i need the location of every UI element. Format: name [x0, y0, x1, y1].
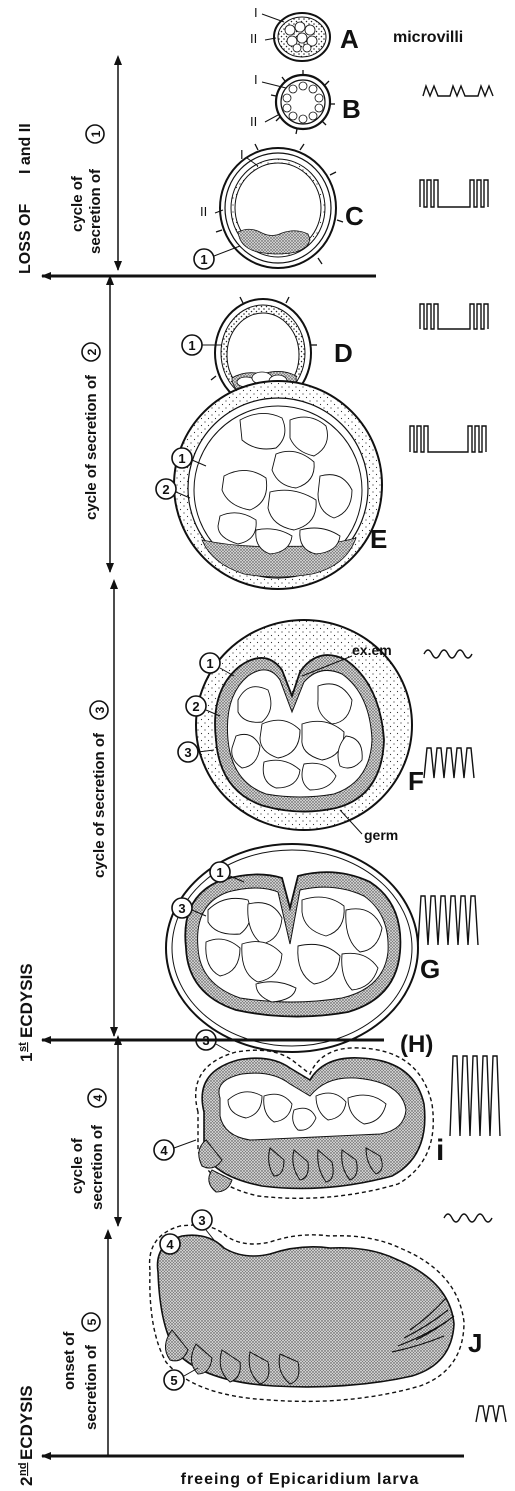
layer-3-number: 3 [184, 745, 191, 760]
footer-caption: freeing of Epicaridium larva [181, 1471, 420, 1488]
wave-h [450, 1056, 500, 1136]
layer-5-number: 5 [170, 1373, 177, 1388]
svg-text:nd: nd [17, 1463, 29, 1476]
layer-1-number: 1 [188, 338, 195, 353]
panel-label-g: G [420, 954, 440, 984]
svg-text:1: 1 [17, 1053, 36, 1062]
wave-i-small [444, 1214, 492, 1222]
germ-label: germ [364, 827, 398, 843]
layer-3-number: 3 [178, 901, 185, 916]
layer-i-label-c: I [240, 147, 244, 162]
panel-label-c: C [345, 201, 364, 231]
layer-2-number: 2 [192, 699, 199, 714]
layer-4-number: 4 [166, 1237, 174, 1252]
ex-em-label: ex.em [352, 642, 392, 658]
svg-text:secretion of: secretion of [89, 1124, 106, 1210]
wave-a-b [423, 86, 493, 96]
layer-i-label-b: I [254, 72, 258, 87]
wave-c [420, 180, 488, 207]
layer-4-number: 4 [160, 1143, 168, 1158]
svg-text:ECDYSIS: ECDYSIS [17, 1385, 36, 1460]
wave-f-small [424, 650, 472, 658]
panel-label-i: i [436, 1134, 444, 1167]
stage-g-egg [166, 844, 418, 1052]
panel-label-b: B [342, 94, 361, 124]
svg-text:cycle of secretion of: cycle of secretion of [91, 732, 108, 878]
wave-g [418, 896, 478, 945]
layer-1-number: 1 [178, 451, 185, 466]
first-ecdysis-label: 1 st ECDYSIS [17, 963, 36, 1062]
svg-text:3: 3 [93, 706, 107, 713]
svg-text:secretion of: secretion of [87, 168, 104, 254]
svg-text:I and II: I and II [17, 123, 34, 174]
layer-ii-label-b: II [250, 114, 257, 129]
panel-label-h: (H) [400, 1031, 433, 1058]
panel-label-e: E [370, 524, 387, 554]
stage-c-egg [216, 144, 343, 268]
timeline-arrows [108, 64, 118, 1456]
svg-text:4: 4 [91, 1094, 105, 1101]
layer-i-label-a: I [254, 5, 258, 20]
panel-label-d: D [334, 338, 353, 368]
svg-text:2: 2 [85, 348, 99, 355]
svg-text:LOSS OF: LOSS OF [17, 204, 34, 274]
cycle-4-label: cycle of secretion of 4 [69, 1089, 106, 1210]
stage-b-egg [271, 70, 335, 134]
onset-5-label: onset of secretion of 5 [61, 1313, 100, 1430]
layer-1-number: 1 [216, 865, 223, 880]
microvilli-label: microvilli [393, 29, 463, 46]
layer-3-number: 3 [198, 1213, 205, 1228]
wave-e [410, 426, 486, 452]
loss-of-layers-label: LOSS OF I and II [17, 123, 34, 274]
stage-h-i-embryo [196, 1048, 434, 1198]
layer-2-number: 2 [162, 482, 169, 497]
wave-j [476, 1406, 506, 1422]
wave-d [420, 304, 488, 329]
wave-f-large [424, 748, 474, 778]
svg-text:secretion of: secretion of [83, 1344, 100, 1430]
panel-label-a: A [340, 24, 359, 54]
panel-label-f: F [408, 766, 424, 796]
svg-text:2: 2 [17, 1477, 36, 1486]
panel-label-j: J [468, 1328, 482, 1358]
second-ecdysis-label: 2 nd ECDYSIS [17, 1385, 36, 1486]
svg-text:cycle of: cycle of [69, 1137, 86, 1194]
cycle-1-label: cycle of secretion of 1 [69, 125, 104, 254]
stage-j-larva [150, 1225, 464, 1401]
svg-text:5: 5 [85, 1318, 99, 1325]
svg-text:1: 1 [89, 130, 103, 137]
svg-text:onset of: onset of [61, 1331, 78, 1390]
svg-text:ECDYSIS: ECDYSIS [17, 963, 36, 1038]
stage-e-egg [174, 381, 382, 589]
svg-text:cycle of: cycle of [69, 175, 86, 232]
svg-text:cycle of secretion of: cycle of secretion of [83, 374, 100, 520]
microvilli-waveforms [410, 86, 506, 1422]
layer-1-number: 1 [200, 252, 207, 267]
cycle-3-label: cycle of secretion of 3 [90, 701, 108, 878]
layer-1-number: 1 [206, 656, 213, 671]
layer-ii-label-c: II [200, 204, 207, 219]
layer-ii-label-a: II [250, 31, 257, 46]
stage-a-egg [274, 13, 330, 61]
svg-text:st: st [17, 1042, 29, 1052]
cycle-2-label: cycle of secretion of 2 [82, 343, 100, 520]
